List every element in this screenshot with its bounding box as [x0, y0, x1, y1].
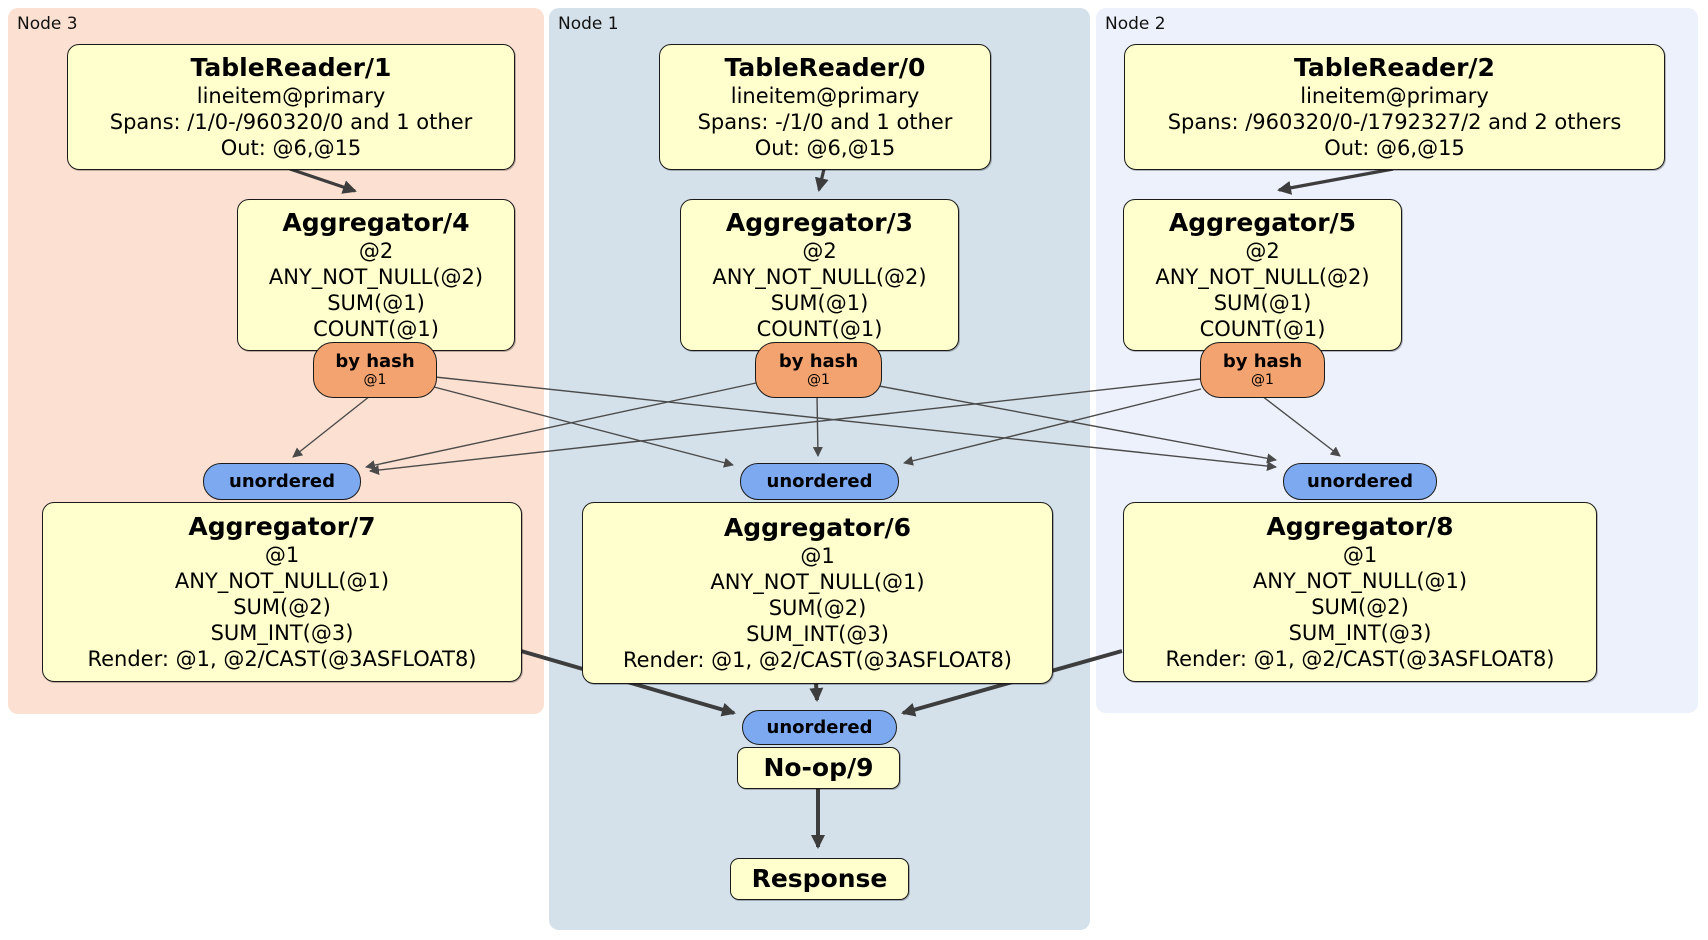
- router-by-hash-3: by hash @1: [755, 342, 882, 398]
- edge-router4-sync6: [433, 386, 734, 468]
- router-by-hash-4: by hash @1: [313, 342, 437, 398]
- router-columns: @1: [1251, 372, 1274, 388]
- processor-out-line: Out: @6,@15: [1324, 136, 1465, 160]
- processor-aggregator-8: Aggregator/8 @1 ANY_NOT_NULL(@1) SUM(@2)…: [1123, 502, 1597, 682]
- processor-index-line: lineitem@primary: [1300, 84, 1489, 108]
- processor-index-line: lineitem@primary: [196, 84, 386, 108]
- node-region-label: Node 3: [17, 14, 78, 34]
- processor-agg-line: ANY_NOT_NULL(@1): [710, 570, 925, 594]
- processor-out-line: Out: @6,@15: [754, 136, 896, 160]
- processor-out-line: Out: @6,@15: [220, 136, 362, 160]
- edge-router4-sync8: [434, 376, 1277, 472]
- processor-response: Response: [730, 858, 909, 900]
- processor-aggregator-6: Aggregator/6 @1 ANY_NOT_NULL(@1) SUM(@2)…: [582, 502, 1053, 684]
- sync-unordered-8: unordered: [1283, 463, 1437, 500]
- processor-aggregator-7: Aggregator/7 @1 ANY_NOT_NULL(@1) SUM(@2)…: [42, 502, 522, 682]
- processor-group-line: @2: [802, 239, 837, 263]
- processor-agg-line: ANY_NOT_NULL(@1): [1252, 569, 1468, 593]
- router-label: by hash: [778, 351, 859, 372]
- processor-title: TableReader/2: [1294, 53, 1495, 82]
- processor-agg-line: COUNT(@1): [313, 317, 439, 341]
- edge-tablereader1-aggregator4: [289, 167, 357, 194]
- edge-aggregator6-sync9: [809, 682, 824, 702]
- processor-title: Aggregator/8: [1266, 512, 1454, 541]
- sync-unordered-9: unordered: [742, 710, 897, 745]
- processor-agg-line: ANY_NOT_NULL(@2): [1155, 265, 1370, 289]
- processor-render-line: Render: @1, @2/CAST(@3ASFLOAT8): [622, 648, 1013, 672]
- processor-agg-line: COUNT(@1): [756, 317, 883, 341]
- edge-router3-sync6: [812, 395, 823, 457]
- processor-title: Aggregator/4: [282, 208, 470, 237]
- processor-noop-9: No-op/9: [737, 747, 900, 789]
- sync-label: unordered: [766, 717, 873, 738]
- edge-tablereader2-aggregator5: [1277, 167, 1394, 195]
- router-label: by hash: [1222, 351, 1303, 372]
- processor-agg-line: SUM(@2): [233, 595, 331, 619]
- processor-tablereader-0: TableReader/0 lineitem@primary Spans: -/…: [659, 44, 991, 170]
- processor-agg-line: SUM(@2): [1311, 595, 1409, 619]
- sync-unordered-6: unordered: [740, 463, 899, 500]
- processor-index-line: lineitem@primary: [730, 84, 920, 108]
- processor-group-line: @1: [1342, 543, 1378, 567]
- router-columns: @1: [363, 372, 387, 388]
- sync-label: unordered: [1307, 471, 1413, 492]
- processor-agg-line: SUM_INT(@3): [746, 622, 889, 646]
- edge-router5-sync8: [1261, 395, 1341, 457]
- processor-group-line: @2: [358, 239, 394, 263]
- processor-agg-line: SUM(@1): [327, 291, 425, 315]
- processor-group-line: @1: [800, 544, 835, 568]
- processor-title: Response: [751, 864, 888, 893]
- processor-aggregator-5: Aggregator/5 @2 ANY_NOT_NULL(@2) SUM(@1)…: [1123, 199, 1402, 351]
- processor-agg-line: SUM(@1): [770, 291, 869, 315]
- router-label: by hash: [335, 351, 415, 372]
- node-region-label: Node 1: [558, 14, 619, 34]
- edge-router3-sync7: [365, 382, 757, 470]
- processor-title: Aggregator/7: [188, 512, 376, 541]
- edge-router5-sync6: [903, 388, 1202, 466]
- node-region-label: Node 2: [1105, 14, 1166, 34]
- sync-unordered-7: unordered: [203, 463, 361, 500]
- router-by-hash-5: by hash @1: [1200, 342, 1325, 398]
- processor-agg-line: COUNT(@1): [1199, 317, 1326, 341]
- edge-router5-sync7: [369, 378, 1201, 475]
- processor-agg-line: SUM_INT(@3): [1288, 621, 1432, 645]
- processor-spans-line: Spans: /960320/0-/1792327/2 and 2 others: [1167, 110, 1622, 134]
- processor-title: No-op/9: [763, 753, 874, 782]
- processor-aggregator-3: Aggregator/3 @2 ANY_NOT_NULL(@2) SUM(@1)…: [680, 199, 959, 351]
- processor-render-line: Render: @1, @2/CAST(@3ASFLOAT8): [1165, 647, 1555, 671]
- processor-spans-line: Spans: /1/0-/960320/0 and 1 other: [109, 110, 473, 134]
- processor-tablereader-2: TableReader/2 lineitem@primary Spans: /9…: [1124, 44, 1665, 170]
- processor-title: Aggregator/5: [1168, 208, 1357, 237]
- processor-group-line: @1: [264, 543, 300, 567]
- sync-label: unordered: [766, 471, 873, 492]
- processor-agg-line: SUM_INT(@3): [210, 621, 354, 645]
- router-columns: @1: [807, 372, 830, 388]
- sync-label: unordered: [229, 471, 335, 492]
- processor-spans-line: Spans: -/1/0 and 1 other: [697, 110, 953, 134]
- edge-tablereader0-aggregator3: [814, 168, 829, 192]
- processor-title: Aggregator/3: [725, 208, 914, 237]
- processor-agg-line: ANY_NOT_NULL(@2): [712, 265, 927, 289]
- processor-aggregator-4: Aggregator/4 @2 ANY_NOT_NULL(@2) SUM(@1)…: [237, 199, 515, 351]
- processor-agg-line: ANY_NOT_NULL(@2): [268, 265, 484, 289]
- processor-title: Aggregator/6: [723, 513, 912, 542]
- processor-agg-line: SUM(@1): [1213, 291, 1312, 315]
- processor-agg-line: ANY_NOT_NULL(@1): [174, 569, 390, 593]
- processor-render-line: Render: @1, @2/CAST(@3ASFLOAT8): [87, 647, 477, 671]
- processor-title: TableReader/0: [724, 53, 926, 82]
- edge-router3-sync8: [878, 385, 1277, 464]
- edge-router4-sync7: [292, 395, 371, 458]
- processor-group-line: @2: [1245, 239, 1280, 263]
- processor-agg-line: SUM(@2): [768, 596, 867, 620]
- processor-tablereader-1: TableReader/1 lineitem@primary Spans: /1…: [67, 44, 515, 170]
- processor-title: TableReader/1: [190, 53, 392, 82]
